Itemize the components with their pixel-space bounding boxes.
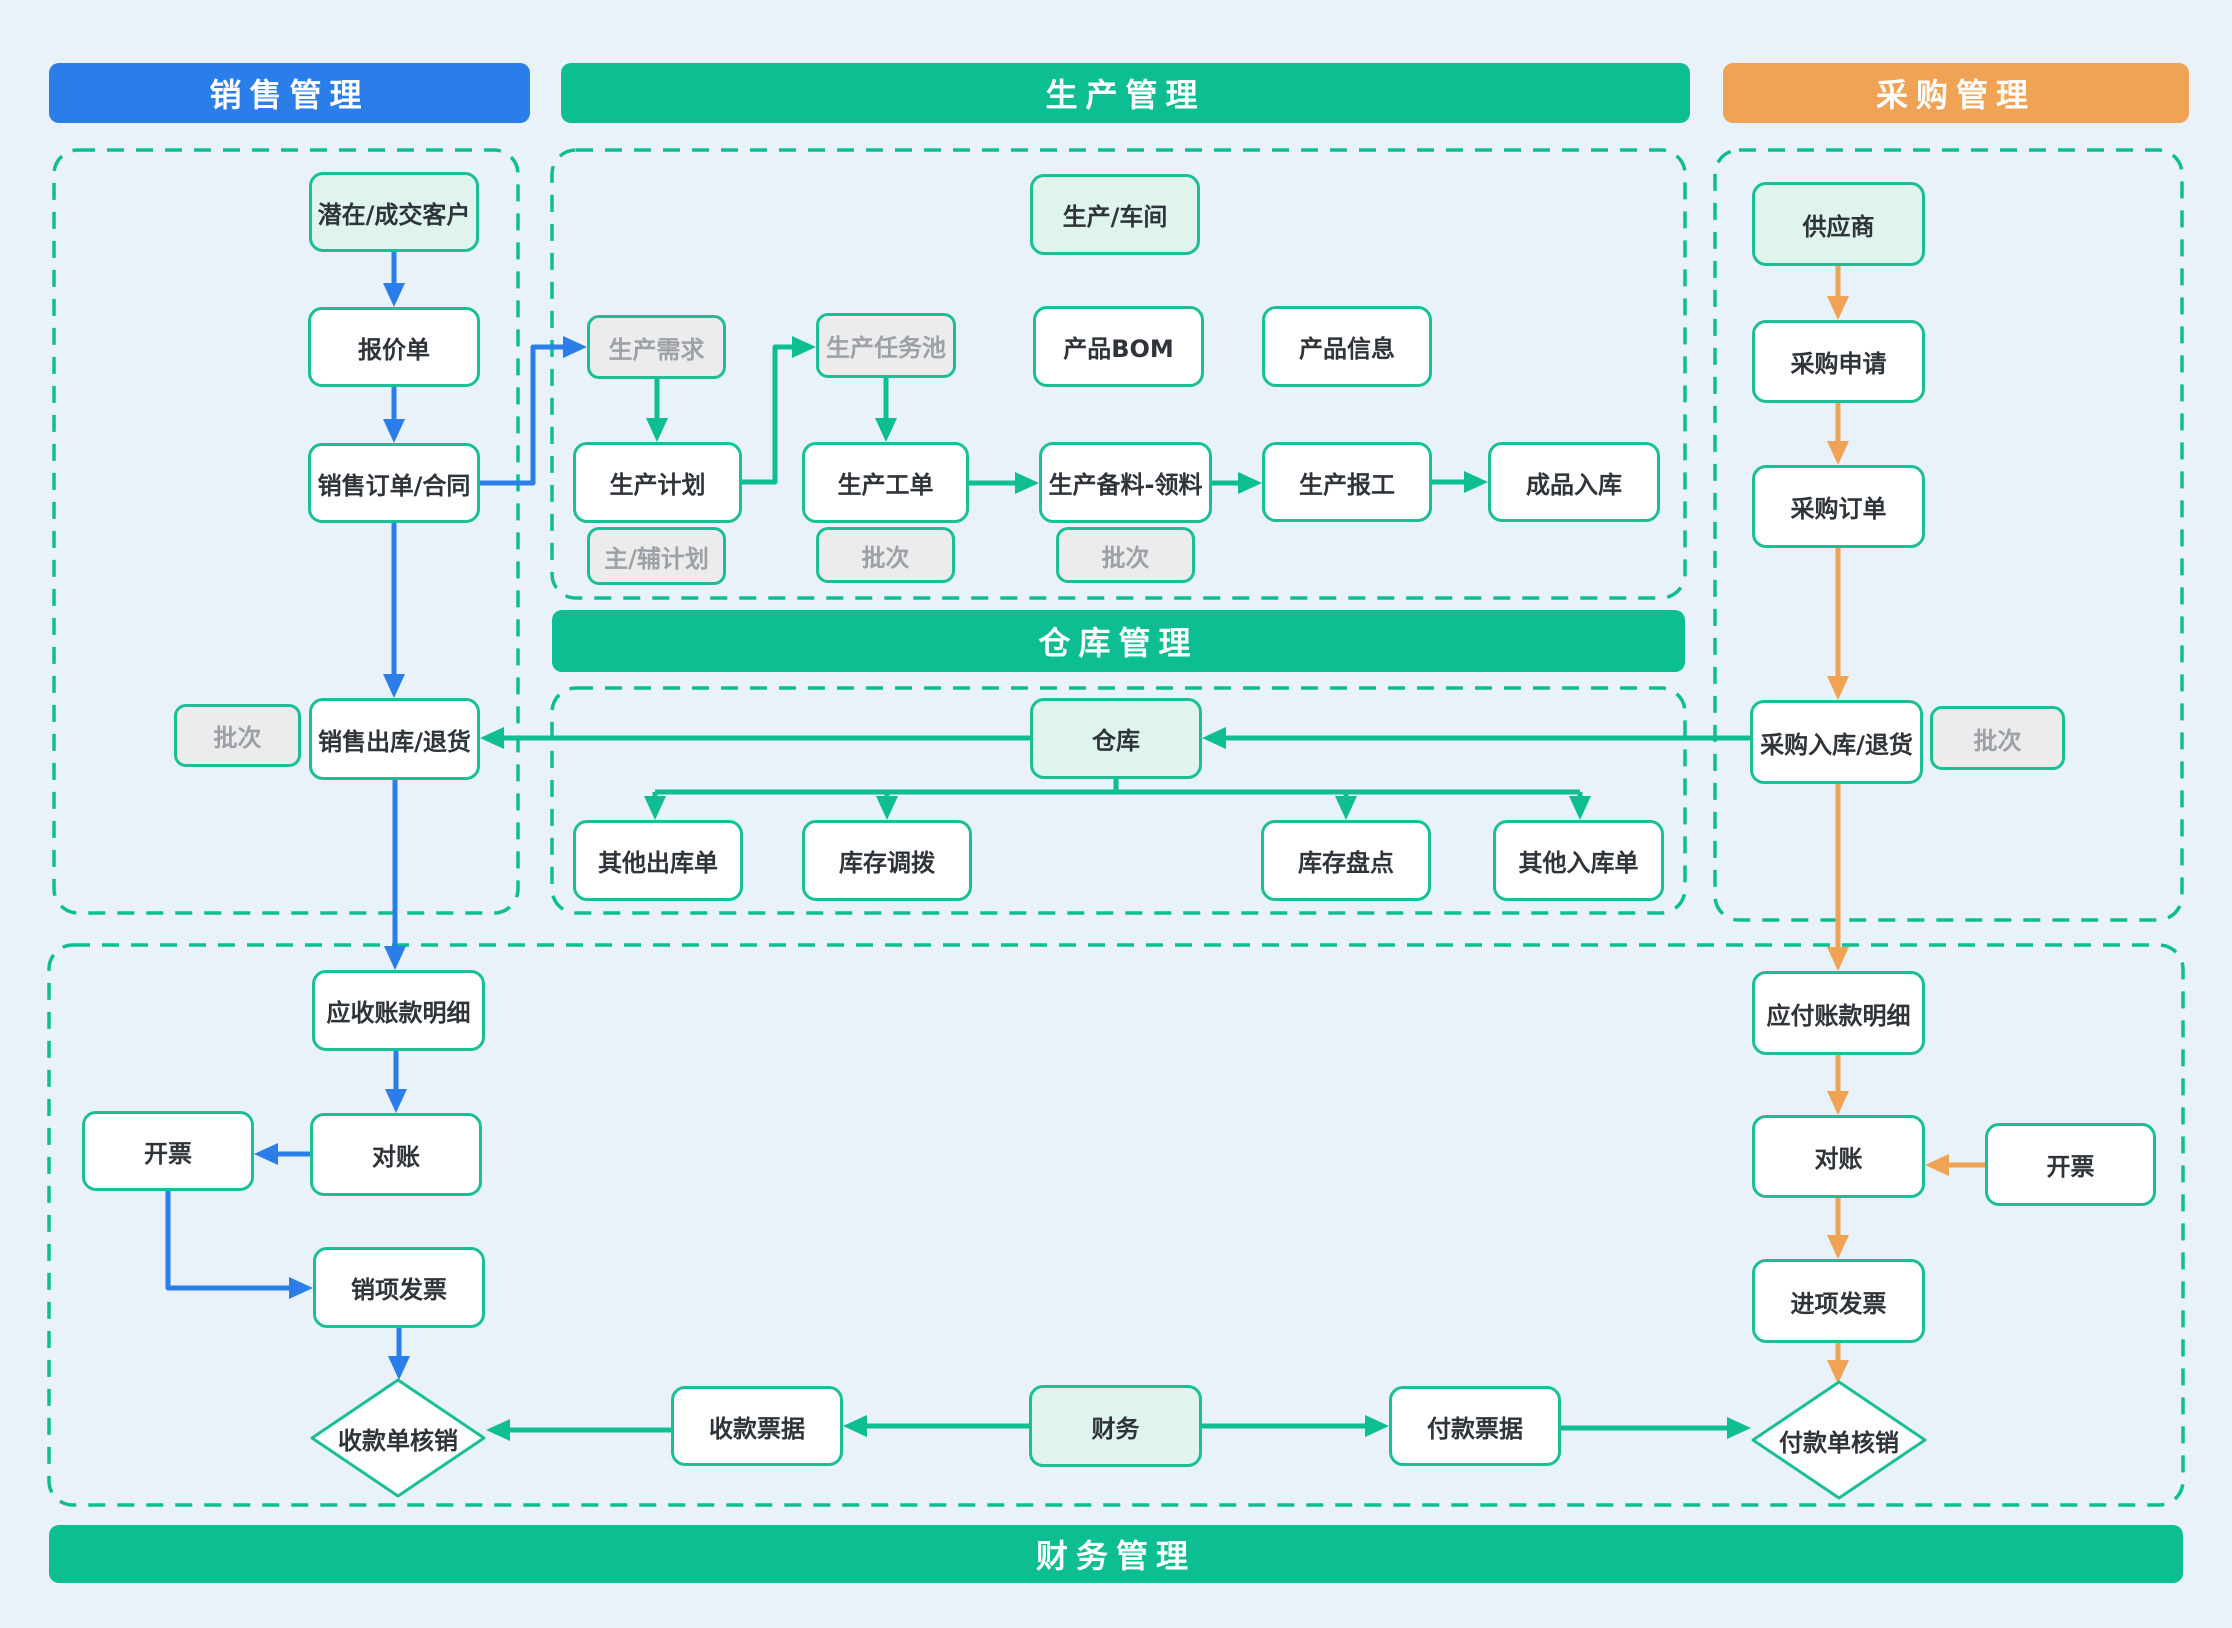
drop-other-out-arrowhead-icon	[644, 796, 666, 820]
sales-invoice-node: 销项发票	[313, 1247, 485, 1328]
material-batch-node: 批次	[1056, 527, 1195, 583]
workshop-node: 生产/车间	[1030, 174, 1200, 255]
order-to-salesout-arrowhead-icon	[383, 674, 405, 698]
plan-to-taskpool-arrowhead-icon	[792, 336, 816, 358]
material-node: 生产备料-领料	[1039, 442, 1212, 523]
plan-to-taskpool-line	[742, 344, 792, 485]
sales-area-outline	[52, 148, 520, 915]
receiptbill-to-verify-arrowhead-icon	[486, 1419, 510, 1441]
finance-node: 财务	[1029, 1385, 1202, 1467]
purchin-to-warehouse-arrowhead-icon	[1202, 727, 1226, 749]
finance-area-outline	[47, 943, 2185, 1507]
sales-order-node: 销售订单/合同	[308, 443, 480, 523]
workorder-to-material-arrowhead-icon	[1015, 472, 1039, 494]
receipt-verify-node	[310, 1378, 486, 1498]
pay-verify-node	[1751, 1380, 1927, 1500]
procurement-header: 采购管理	[1723, 63, 2189, 123]
sales-header: 销售管理	[49, 63, 530, 123]
purch-in-node: 采购入库/退货	[1750, 700, 1923, 784]
finished-in-node: 成品入库	[1488, 442, 1660, 522]
drop-other-in-arrowhead-icon	[1569, 796, 1591, 820]
purch-invoice-node: 进项发票	[1752, 1259, 1925, 1343]
supplier-node: 供应商	[1752, 182, 1925, 266]
stock-transfer-node: 库存调拨	[802, 820, 972, 901]
ar-detail-node: 应收账款明细	[312, 970, 485, 1051]
invoice-to-salesinvoice-arrowhead-icon	[289, 1277, 313, 1299]
wo-batch-node: 批次	[816, 527, 955, 583]
other-in-node: 其他入库单	[1493, 820, 1664, 901]
procurement-area-outline	[1713, 148, 2184, 922]
customer-node: 潜在/成交客户	[309, 172, 479, 252]
warehouse-bar: 仓库管理	[552, 610, 1685, 672]
order-to-demand-line	[479, 344, 563, 486]
invoice-to-salesinvoice-line	[165, 1191, 289, 1291]
purchin-to-ap-arrowhead-icon	[1827, 947, 1849, 971]
finance-bar: 财务管理	[49, 1525, 2183, 1583]
invoice-left-node: 开票	[82, 1111, 254, 1191]
purch-order-node: 采购订单	[1752, 465, 1925, 548]
finance-to-paybill-arrowhead-icon	[1365, 1415, 1389, 1437]
drop-stock-take-arrowhead-icon	[1335, 796, 1357, 820]
supplier-to-purchreq-arrowhead-icon	[1827, 296, 1849, 320]
sales-batch-node: 批次	[174, 704, 301, 767]
prod-report-node: 生产报工	[1262, 442, 1432, 522]
work-order-node: 生产工单	[802, 442, 969, 523]
purchorder-to-purchin-arrowhead-icon	[1827, 676, 1849, 700]
customer-to-quote-arrowhead-icon	[383, 283, 405, 307]
purchreq-to-purchorder-arrowhead-icon	[1827, 441, 1849, 465]
production-header: 生产管理	[561, 63, 1690, 123]
purch-req-node: 采购申请	[1752, 320, 1925, 403]
salesout-to-ar-arrowhead-icon	[384, 946, 406, 970]
warehouse-node: 仓库	[1030, 698, 1202, 779]
stock-take-node: 库存盘点	[1261, 820, 1431, 901]
purch-batch-node: 批次	[1930, 706, 2065, 770]
other-out-node: 其他出库单	[573, 820, 743, 901]
recon-left-node: 对账	[310, 1113, 482, 1196]
pay-bill-node: 付款票据	[1389, 1386, 1561, 1466]
product-bom-node: 产品BOM	[1033, 306, 1204, 387]
quote-node: 报价单	[308, 307, 480, 387]
main-aux-plan-node: 主/辅计划	[587, 527, 726, 585]
material-to-report-arrowhead-icon	[1238, 472, 1262, 494]
quote-to-order-arrowhead-icon	[383, 419, 405, 443]
recon-r-to-purchinvoice-arrowhead-icon	[1827, 1235, 1849, 1259]
prod-demand-node: 生产需求	[587, 315, 726, 379]
taskpool-to-workorder-arrowhead-icon	[875, 418, 897, 442]
drop-stock-transfer-arrowhead-icon	[876, 796, 898, 820]
salesinvoice-to-verify-arrowhead-icon	[388, 1356, 410, 1380]
production-area-outline	[550, 148, 1687, 600]
prod-plan-node: 生产计划	[573, 442, 742, 523]
report-to-finished-arrowhead-icon	[1464, 471, 1488, 493]
invoice-right-node: 开票	[1985, 1123, 2156, 1206]
recon-right-node: 对账	[1752, 1115, 1925, 1198]
finance-to-receiptbill-arrowhead-icon	[843, 1415, 867, 1437]
purchinvoice-to-payverify-arrowhead-icon	[1827, 1360, 1849, 1384]
demand-to-plan-arrowhead-icon	[646, 418, 668, 442]
ap-detail-node: 应付账款明细	[1752, 971, 1925, 1055]
product-info-node: 产品信息	[1262, 306, 1432, 387]
invoice-r-to-recon-r-arrowhead-icon	[1925, 1154, 1949, 1176]
order-to-demand-arrowhead-icon	[563, 336, 587, 358]
ar-to-recon-arrowhead-icon	[385, 1089, 407, 1113]
warehouse-to-salesout-arrowhead-icon	[480, 727, 504, 749]
task-pool-node: 生产任务池	[816, 313, 956, 378]
ap-to-recon-r-arrowhead-icon	[1827, 1091, 1849, 1115]
paybill-to-payverify-arrowhead-icon	[1727, 1417, 1751, 1439]
receipt-bill-node: 收款票据	[671, 1386, 843, 1466]
recon-to-invoice-arrowhead-icon	[254, 1143, 278, 1165]
sales-out-node: 销售出库/退货	[309, 698, 480, 780]
